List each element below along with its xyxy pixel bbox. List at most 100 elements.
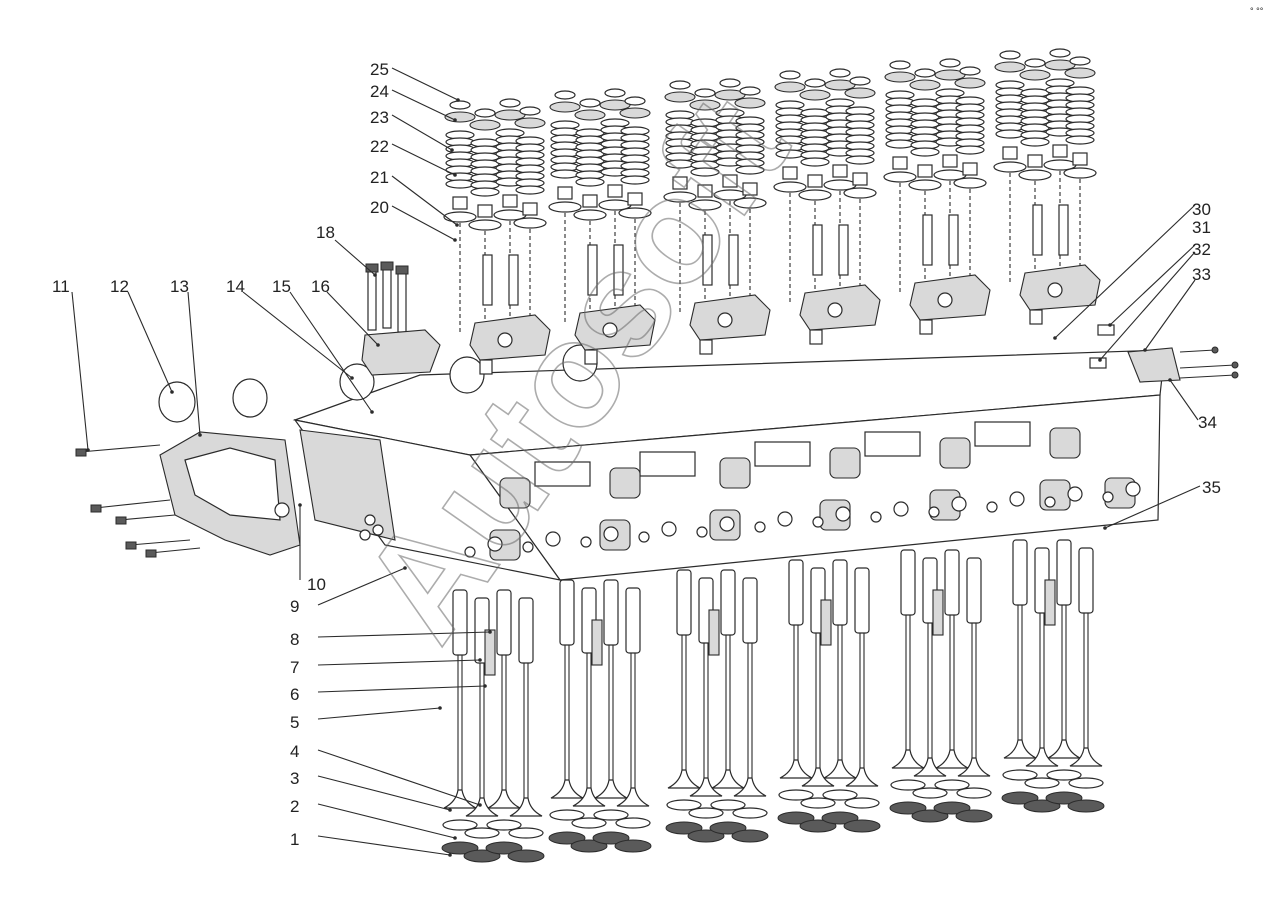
callout-dot bbox=[376, 343, 380, 347]
callout-label: 20 bbox=[370, 198, 389, 217]
callout-leader bbox=[127, 291, 173, 393]
guide-sleeve bbox=[613, 244, 624, 296]
valve-head bbox=[913, 757, 947, 777]
valve-seat-ring bbox=[1001, 791, 1039, 805]
callout-dot bbox=[86, 448, 90, 452]
valve-guide bbox=[559, 579, 575, 646]
bolt-hole bbox=[1009, 491, 1025, 507]
callout-leader bbox=[1054, 204, 1196, 339]
callout-dot bbox=[453, 173, 457, 177]
valve-seat-ring bbox=[548, 831, 586, 845]
callout-leader bbox=[317, 803, 456, 839]
valve-seat-ring bbox=[889, 801, 927, 815]
rocker-boss bbox=[1047, 282, 1063, 298]
bolt-hole bbox=[1067, 486, 1083, 502]
valve-seat-insert bbox=[1002, 769, 1038, 781]
callout-label: 35 bbox=[1202, 478, 1221, 497]
callout-label: 8 bbox=[290, 630, 299, 649]
rocker-boss bbox=[497, 332, 513, 348]
valve-guide bbox=[518, 597, 534, 664]
spring-seat bbox=[733, 197, 767, 209]
valve-cotter bbox=[1069, 56, 1091, 66]
valve-seat-insert bbox=[890, 779, 926, 791]
spring-seat bbox=[773, 181, 807, 193]
callout-leader bbox=[334, 239, 376, 276]
spring-seat bbox=[883, 171, 917, 183]
callout-label: 31 bbox=[1192, 218, 1211, 237]
bolt-hole bbox=[545, 531, 561, 547]
spring-seat bbox=[548, 201, 582, 213]
callout-label: 33 bbox=[1192, 265, 1211, 284]
side-bolts bbox=[75, 444, 201, 558]
valve-seat-ring bbox=[821, 811, 859, 825]
callout-label: 32 bbox=[1192, 240, 1211, 259]
callout-dot bbox=[1103, 526, 1107, 530]
callout-leader bbox=[71, 291, 89, 451]
injector-sleeve bbox=[484, 629, 496, 676]
callout-leader bbox=[1104, 485, 1201, 529]
guide-sleeve bbox=[812, 224, 823, 276]
valve-guide bbox=[742, 577, 758, 644]
valve-head bbox=[711, 769, 745, 789]
head-bolt-holes bbox=[464, 481, 1141, 558]
valve-guide bbox=[603, 579, 619, 646]
head-bolt bbox=[382, 267, 392, 329]
valve-guide bbox=[900, 549, 916, 616]
valve-seat-insert bbox=[822, 789, 858, 801]
valve-seat-ring bbox=[687, 829, 725, 843]
callout-dot bbox=[373, 273, 377, 277]
head-bolt bbox=[397, 271, 407, 333]
spring-retainer bbox=[909, 79, 941, 91]
callout-label: 14 bbox=[226, 277, 245, 296]
valve-stem-seal bbox=[782, 166, 798, 180]
valve-cotter bbox=[474, 108, 496, 118]
valve-seat-insert bbox=[844, 797, 880, 809]
bolt-hole bbox=[1125, 481, 1141, 497]
callout-dot bbox=[483, 684, 487, 688]
valve-head bbox=[891, 749, 925, 769]
callout-dot bbox=[438, 706, 442, 710]
callout-leader bbox=[1144, 279, 1196, 351]
valve-seat-ring bbox=[955, 809, 993, 823]
valve-spring-coil bbox=[550, 169, 580, 179]
spring-retainer bbox=[689, 99, 721, 111]
injector-sleeve bbox=[932, 589, 944, 636]
valve-cotter bbox=[779, 70, 801, 80]
callout-label: 30 bbox=[1192, 200, 1211, 219]
callout-leader bbox=[391, 67, 459, 101]
guide-sleeve bbox=[702, 234, 713, 286]
callout-label: 6 bbox=[290, 685, 299, 704]
callout-label: 11 bbox=[52, 277, 70, 296]
valve-cotter bbox=[999, 50, 1021, 60]
valve-cotter bbox=[804, 78, 826, 88]
callout-leader bbox=[289, 291, 373, 413]
bolt-hole bbox=[812, 516, 824, 528]
valve-stem-seal bbox=[477, 204, 493, 218]
spring-seat bbox=[798, 189, 832, 201]
guide-sleeve bbox=[948, 214, 959, 266]
callout-leader bbox=[317, 707, 441, 720]
callout-label: 9 bbox=[290, 597, 299, 616]
valve-head bbox=[550, 779, 584, 799]
valve-head bbox=[935, 749, 969, 769]
valve-stem-seal bbox=[557, 186, 573, 200]
valve-spring-coil bbox=[1065, 135, 1095, 145]
port bbox=[1049, 427, 1081, 459]
callout-dot bbox=[488, 630, 492, 634]
valve-seat-insert bbox=[778, 789, 814, 801]
spring-retainer bbox=[774, 81, 806, 93]
callout-dot bbox=[1053, 336, 1057, 340]
head-window bbox=[864, 431, 921, 457]
end-plug bbox=[359, 529, 371, 541]
valve-head bbox=[487, 789, 521, 809]
valve-cotter bbox=[914, 68, 936, 78]
head-dowel bbox=[479, 359, 493, 375]
valve-cotter bbox=[739, 86, 761, 96]
valve-stem-seal bbox=[852, 172, 868, 186]
valve-stem-seal bbox=[1027, 154, 1043, 168]
bolt-hole bbox=[893, 501, 909, 517]
guide-sleeve bbox=[922, 214, 933, 266]
head-dowel bbox=[584, 349, 598, 365]
valve-spring-coil bbox=[735, 165, 765, 175]
